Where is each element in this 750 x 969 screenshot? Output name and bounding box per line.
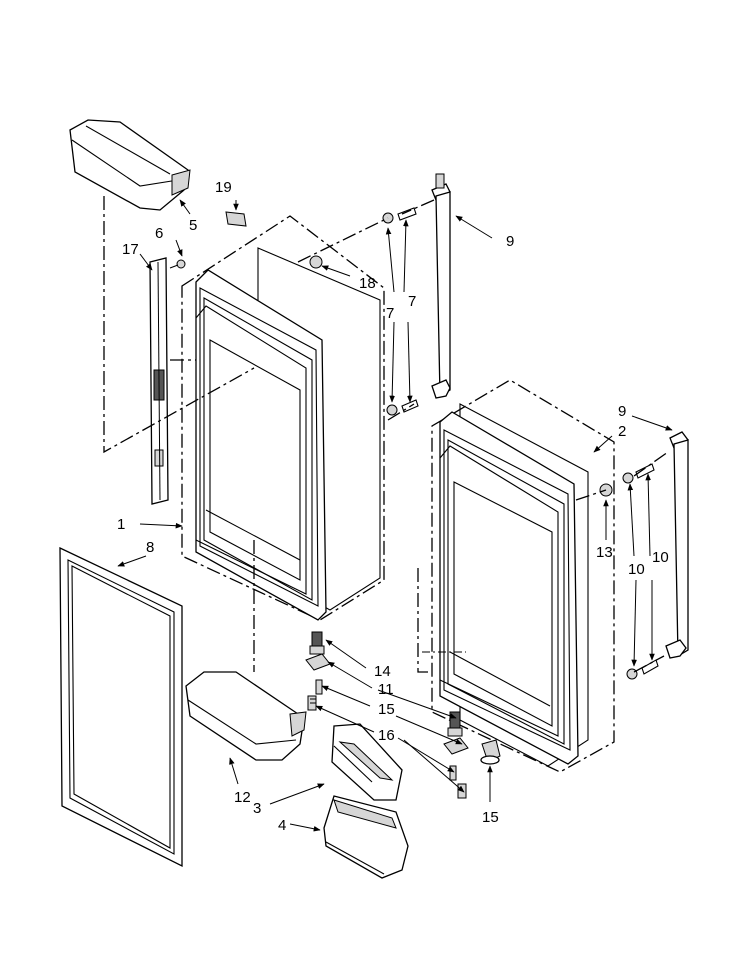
callout-4: 4 [278, 817, 286, 834]
callout-1: 1 [117, 516, 125, 533]
door-gasket [59, 546, 183, 868]
door-handle-lower [665, 431, 689, 659]
callout-9-upper: 9 [506, 233, 514, 250]
hinge-pin-right [447, 711, 463, 737]
hinge-cover-4 [323, 795, 409, 879]
hinge-cover-strip [149, 257, 169, 505]
left-door-outline [181, 215, 385, 621]
plug-15-left [309, 255, 323, 269]
callout-17: 15 [378, 701, 395, 718]
callout-13: 14 [374, 663, 391, 680]
callout-arrows [117, 199, 673, 832]
hinge-cap-16 [480, 739, 501, 765]
callout-16: 15 [482, 809, 499, 826]
callout-labels: 5 6 17 19 18 7 7 9 1 8 9 2 13 10 10 14 1… [117, 179, 669, 834]
door-bin-upper [69, 119, 191, 211]
hinge-bracket-11 [305, 653, 331, 671]
callout-18: 16 [378, 727, 395, 744]
callout-14: 17 [122, 241, 139, 258]
leader-lines [103, 196, 669, 673]
callout-12: 12 [234, 789, 251, 806]
bin-clip [225, 211, 247, 227]
callout-2: 2 [618, 423, 626, 440]
door-bin-lower [185, 671, 307, 761]
callout-15-right: 13 [596, 544, 613, 561]
right-door [439, 411, 579, 765]
screw-6 [169, 259, 186, 269]
door-handle-upper [431, 173, 451, 399]
callout-15-left: 18 [359, 275, 376, 292]
callout-5: 5 [189, 217, 197, 234]
screw-18 [307, 695, 317, 711]
callout-19: 19 [215, 179, 232, 196]
callout-8: 8 [146, 539, 154, 556]
callout-10-right: 10 [628, 561, 645, 578]
callout-6: 6 [155, 225, 163, 242]
right-door-outline [431, 379, 615, 773]
callout-7-left: 7 [408, 293, 416, 310]
callout-11: 11 [378, 681, 394, 698]
callout-7-right: 10 [652, 549, 669, 566]
screw-17 [315, 679, 323, 695]
left-door [195, 269, 327, 621]
callout-9-lower: 9 [618, 403, 626, 420]
hinge-bracket-right [443, 737, 469, 755]
hinge-cover-3 [331, 723, 403, 801]
callout-10-left: 7 [386, 305, 394, 322]
hinge-pin-13 [309, 631, 325, 655]
callout-3: 3 [253, 800, 261, 817]
